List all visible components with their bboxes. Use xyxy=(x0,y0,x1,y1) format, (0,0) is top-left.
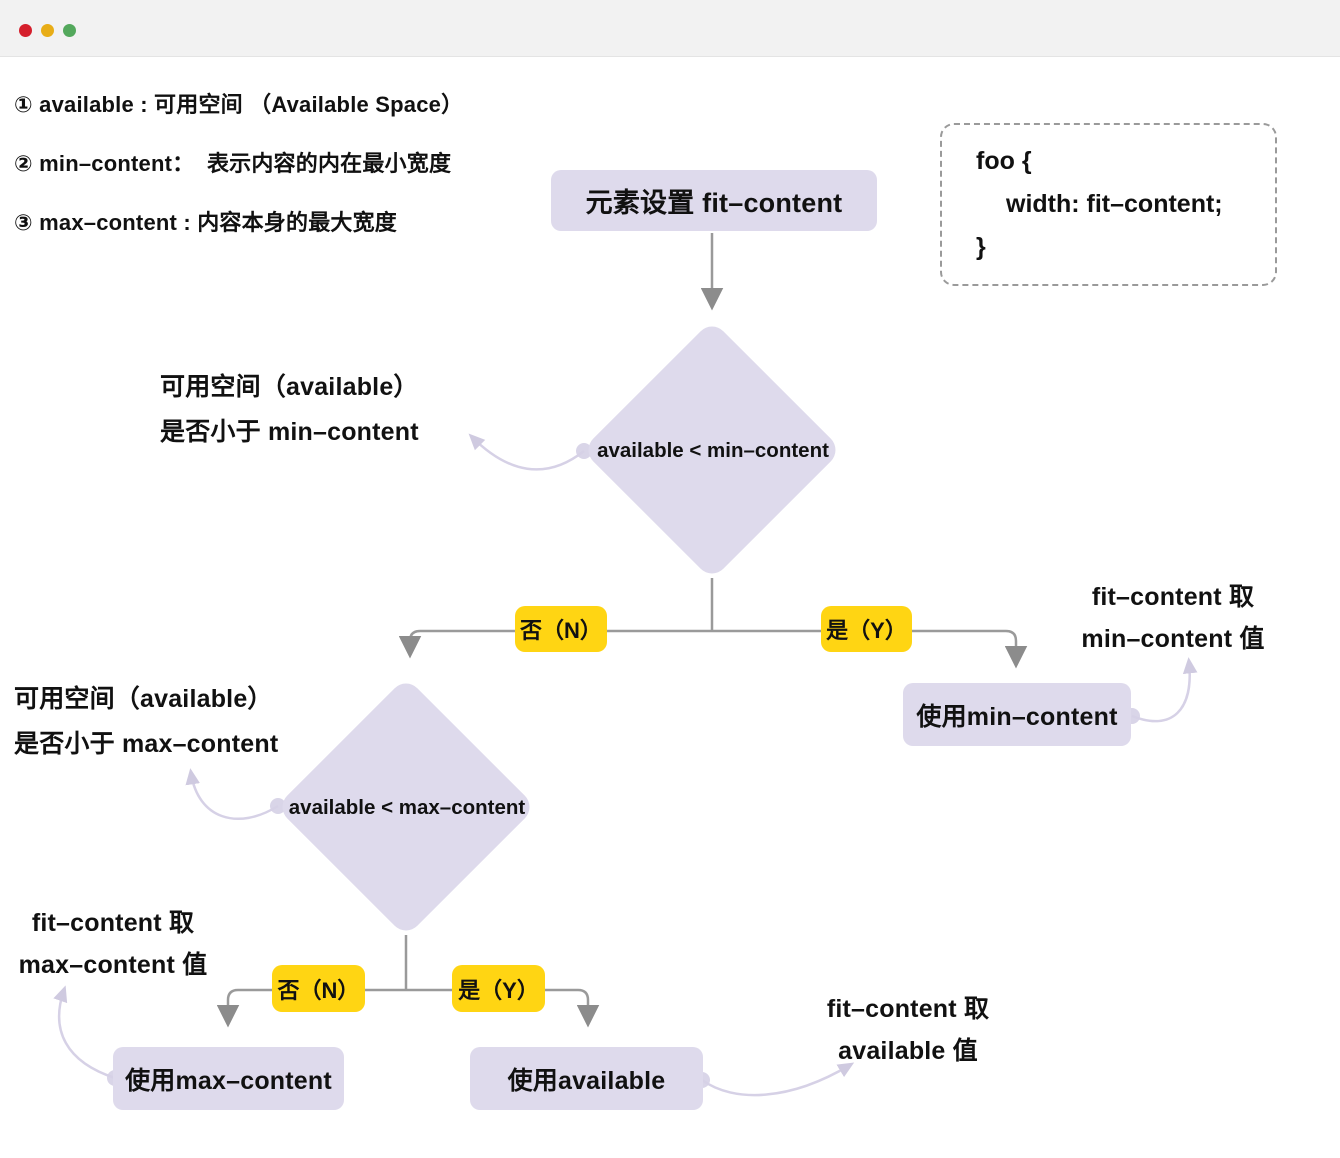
annotation-line: fit–content 取 xyxy=(1091,583,1255,611)
annotation-line: max–content 值 xyxy=(18,951,208,979)
annotation-line: min–content 值 xyxy=(1081,625,1265,653)
branch-yes-label-1: 是（Y） xyxy=(821,606,912,652)
result-min-content-node: 使用min–content xyxy=(903,683,1131,746)
annotation-line: 是否小于 max–content xyxy=(14,730,279,758)
result-min-annotation: fit–content 取 min–content 值 xyxy=(1068,576,1278,660)
close-window-button[interactable] xyxy=(19,24,32,37)
decision1-label: available < min–content xyxy=(597,439,829,462)
annotation-line: 可用空间（available） xyxy=(160,373,419,401)
annotation-line: 是否小于 min–content xyxy=(160,418,419,446)
note-available: ① available : 可用空间 （Available Space） xyxy=(14,92,464,117)
flow-arrows xyxy=(216,233,1028,1028)
result-max-content-node: 使用max–content xyxy=(113,1047,344,1110)
window-titlebar xyxy=(0,0,1340,57)
css-code-box: foo { width: fit–content; } xyxy=(940,123,1277,286)
note-max-content: ③ max–content : 内容本身的最大宽度 xyxy=(14,210,397,235)
decision2-annotation: 可用空间（available） 是否小于 max–content xyxy=(14,677,278,767)
annotation-line: available 值 xyxy=(838,1037,978,1065)
branch-no-label-1: 否（N） xyxy=(515,606,607,652)
decision1-annotation: 可用空间（available） 是否小于 min–content xyxy=(160,365,419,455)
annotation-line: fit–content 取 xyxy=(31,909,195,937)
result-max-annotation: fit–content 取 max–content 值 xyxy=(6,902,220,986)
branch-yes-label-2: 是（Y） xyxy=(452,965,545,1012)
annotation-line: fit–content 取 xyxy=(826,995,990,1023)
decision2-label: available < max–content xyxy=(288,796,526,819)
definition-notes: ① available : 可用空间 （Available Space） ② m… xyxy=(14,88,463,265)
note-min-content: ② min–content： 表示内容的内在最小宽度 xyxy=(14,151,452,176)
result-available-node: 使用available xyxy=(470,1047,703,1110)
code-line-width: width: fit–content; xyxy=(1006,190,1223,218)
minimize-window-button[interactable] xyxy=(41,24,54,37)
annotation-line: 可用空间（available） xyxy=(14,685,273,713)
branch-no-label-2: 否（N） xyxy=(272,965,365,1012)
code-line-selector: foo { xyxy=(976,147,1032,175)
zoom-window-button[interactable] xyxy=(63,24,76,37)
result-available-annotation: fit–content 取 available 值 xyxy=(808,988,1008,1072)
start-node: 元素设置 fit–content xyxy=(551,170,877,231)
code-line-brace: } xyxy=(976,233,986,261)
